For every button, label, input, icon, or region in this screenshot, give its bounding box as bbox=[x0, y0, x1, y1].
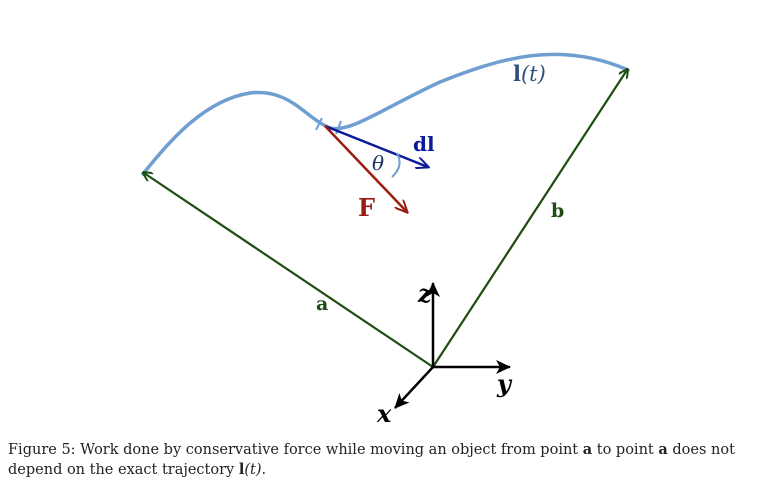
displacement-vector-dl bbox=[324, 124, 428, 167]
caption-point-a-second: a bbox=[658, 441, 668, 458]
vector-b-label: b bbox=[551, 200, 564, 222]
force-vector-f bbox=[324, 125, 407, 212]
axis-x bbox=[394, 366, 434, 409]
axis-x-label: x bbox=[376, 399, 392, 428]
force-label: F bbox=[358, 193, 375, 222]
theta-angle-arc bbox=[391, 152, 401, 178]
trajectory-label: l(t) bbox=[513, 61, 546, 86]
work-diagram: l(t) dl θ F a b z y x bbox=[0, 52, 630, 428]
figure-caption: Figure 5: Work done by conservative forc… bbox=[8, 441, 735, 478]
segment-tick-start bbox=[315, 117, 323, 131]
caption-trajectory: l bbox=[238, 461, 245, 478]
vector-b bbox=[432, 70, 627, 368]
vector-a-label: a bbox=[316, 293, 328, 315]
trajectory-path bbox=[141, 52, 630, 176]
caption-point-a: a bbox=[582, 441, 593, 458]
vector-a bbox=[144, 173, 434, 368]
axis-y-label: y bbox=[496, 369, 513, 398]
dl-label: dl bbox=[413, 132, 435, 156]
theta-label: θ bbox=[372, 151, 384, 175]
axis-z-label: z bbox=[417, 279, 433, 308]
